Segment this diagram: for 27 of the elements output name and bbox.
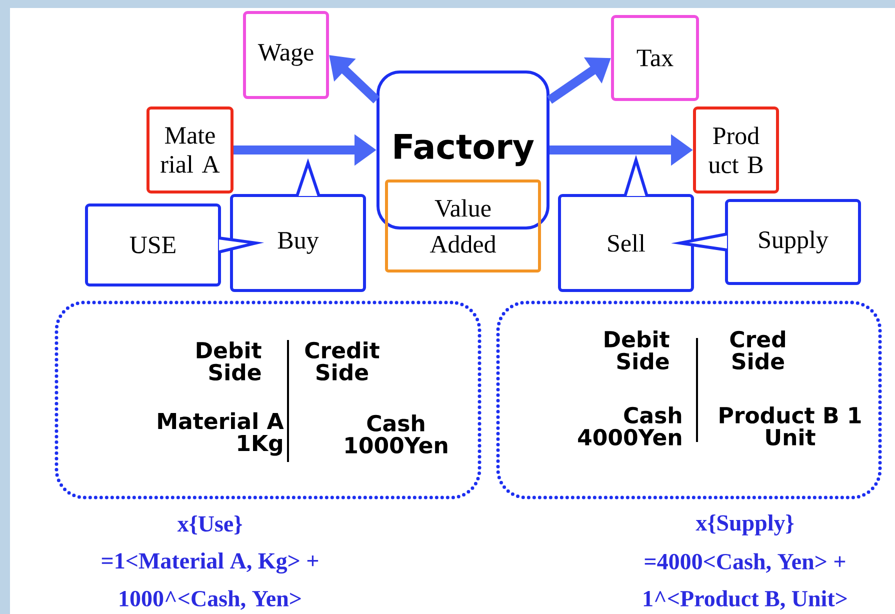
callout-box: Supply [725, 199, 861, 285]
formula-text: =4000<Cash, Yen> + [644, 553, 846, 573]
formula-text: 1^<Product B, Unit> [644, 590, 847, 610]
text-box: Mate rial A [146, 106, 234, 194]
table-cell: Cash 1000Yen [346, 414, 448, 454]
formula-text: x{Use} [177, 515, 242, 535]
table-cell: Credit Side [305, 342, 380, 381]
callout-box: Sell [558, 194, 694, 292]
table-cell: Material A 1Kg [158, 412, 284, 456]
callout-pointer [218, 236, 264, 254]
callout-box: Buy [230, 194, 366, 292]
callout-pointer [296, 158, 320, 198]
callout-pointer [671, 232, 728, 252]
callout-box: USE [85, 204, 221, 286]
text-box: Prod uct B [693, 106, 779, 194]
table-cell: Cash 4000Yen [578, 406, 682, 446]
text-box: Tax [611, 15, 699, 101]
table-cell: Debit Side [604, 330, 670, 370]
table-cell: Product B 1 Unit [720, 406, 861, 446]
table-cell: Cred Side [730, 330, 785, 370]
text-box: Wage [243, 11, 329, 99]
table-cell: Debit Side [196, 342, 262, 381]
formula-text: 1000^<Cash, Yen> [120, 590, 301, 610]
text-box: Value Added [385, 180, 541, 272]
formula-text: =1<Material A, Kg> + [102, 552, 318, 574]
formula-text: x{Supply} [696, 514, 794, 536]
callout-pointer [624, 154, 648, 198]
